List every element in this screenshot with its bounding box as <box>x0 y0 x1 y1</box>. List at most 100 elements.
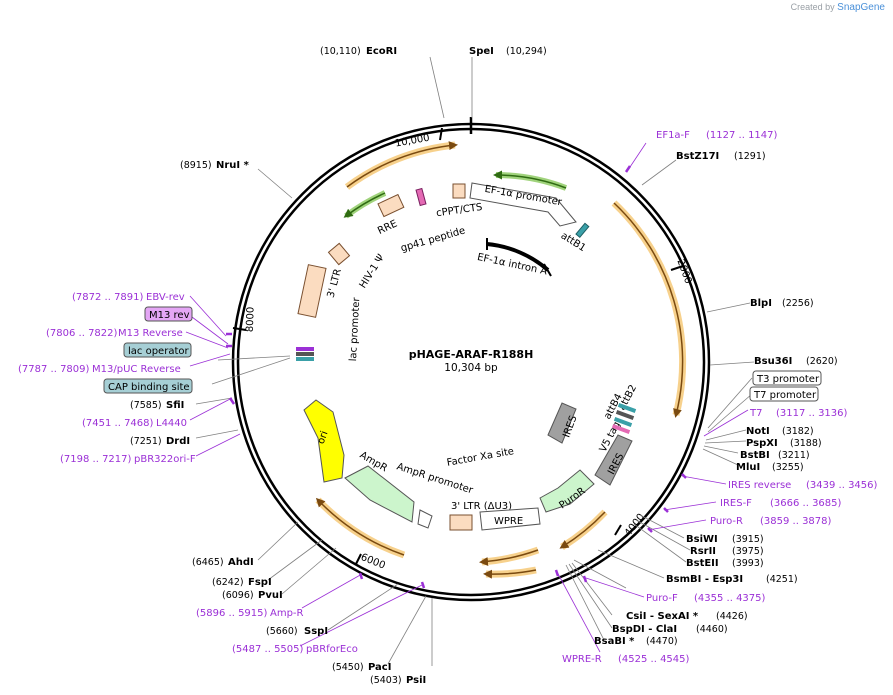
ltr3-feature[interactable] <box>297 264 327 318</box>
scale-ticks <box>232 127 684 565</box>
site-ecori-name[interactable]: EcoRI <box>366 46 397 57</box>
attb-markers <box>611 403 637 434</box>
ampr-promoter-label: AmpR promoter <box>395 461 475 496</box>
primer-ef1a-f-range: (1127 .. 1147) <box>706 130 778 141</box>
lac-operator-box[interactable] <box>123 342 192 358</box>
primer-t7-name[interactable]: T7 <box>749 408 762 419</box>
ori-label: ori <box>316 430 331 446</box>
primer-wpre-r-name[interactable]: WPRE-R <box>562 654 602 665</box>
primer-m13puc-name[interactable]: M13/pUC Reverse <box>92 364 181 375</box>
gp41-feature[interactable] <box>415 187 427 207</box>
ef1a-intron-label: EF-1α intron A <box>476 252 548 278</box>
ires2-feature[interactable] <box>547 402 577 444</box>
site-sfii-name[interactable]: SfiI <box>166 400 184 411</box>
attb1-feature[interactable] <box>575 222 590 238</box>
site-bspdi-name[interactable]: BspDI - ClaI <box>612 624 677 635</box>
site-pvui-name[interactable]: PvuI <box>258 590 283 601</box>
primer-l4440-name[interactable]: L4440 <box>156 418 187 429</box>
site-pspxi-name[interactable]: PspXI <box>746 438 778 449</box>
green-arcs <box>343 170 568 219</box>
site-ahdi-name[interactable]: AhdI <box>228 557 254 568</box>
site-psii-pos: (5403) <box>370 675 402 686</box>
hiv1-psi-feature[interactable] <box>327 242 351 266</box>
site-sspi-name[interactable]: SspI <box>304 626 328 637</box>
ampr-promoter-feature[interactable] <box>417 509 433 529</box>
cap-binding-box[interactable] <box>103 378 193 394</box>
primer-t7-range: (3117 .. 3136) <box>776 408 848 419</box>
cap-binding-label: CAP binding site <box>108 382 190 393</box>
primer-amp-r-name[interactable]: Amp-R <box>270 608 304 619</box>
primer-ires-f-name[interactable]: IRES-F <box>720 498 752 509</box>
primer-m13-reverse-name[interactable]: M13 Reverse <box>118 328 183 339</box>
ampr-feature[interactable] <box>344 465 415 523</box>
site-bstbi-name[interactable]: BstBI <box>740 450 770 461</box>
site-blpi-name[interactable]: BlpI <box>750 298 772 309</box>
primer-pbr322ori-range: (7198 .. 7217) <box>60 454 132 465</box>
ires-feature[interactable] <box>594 434 633 486</box>
primer-pbrforeco-range: (5487 .. 5505) <box>232 644 304 655</box>
site-mlui-name[interactable]: MluI <box>736 462 760 473</box>
primer-ires-reverse-name[interactable]: IRES reverse <box>728 480 791 491</box>
site-bsteii-pos: (3993) <box>732 558 764 569</box>
site-bsabi-name[interactable]: BsaBI * <box>594 636 635 647</box>
factor-xa-label: Factor Xa site <box>446 446 515 469</box>
site-rsrii-name[interactable]: RsrII <box>690 546 716 557</box>
hiv1-psi-label: HIV-1 Ψ <box>358 253 387 291</box>
plasmid-name: pHAGE-ARAF-R188H <box>409 348 534 361</box>
ltr3-label: 3' LTR <box>326 268 344 299</box>
site-spei-pos: (10,294) <box>506 46 547 57</box>
lac-promoter-feature[interactable] <box>296 347 314 361</box>
tick-8000: 8000 <box>245 307 257 333</box>
primer-puro-r-range: (3859 .. 3878) <box>760 516 832 527</box>
site-bspdi-pos: (4460) <box>696 624 728 635</box>
site-drdi-name[interactable]: DrdI <box>166 436 190 447</box>
site-bsu36i-pos: (2620) <box>806 356 838 367</box>
t3-promoter-label: T3 promoter <box>756 374 820 385</box>
lac-operator-label: lac operator <box>128 346 189 357</box>
wpre-feature[interactable] <box>479 507 541 531</box>
ltr3-du3-feature[interactable] <box>449 514 473 531</box>
primer-ef1a-f-name[interactable]: EF1a-F <box>656 130 690 141</box>
primer-ebv-rev-name[interactable]: EBV-rev <box>146 292 185 303</box>
t3-promoter-box[interactable] <box>752 370 822 386</box>
cppt-cts-label: cPPT/CTS <box>436 202 484 219</box>
site-paci-name[interactable]: PacI <box>368 662 391 673</box>
site-ahdi-pos: (6465) <box>192 557 224 568</box>
puror-feature[interactable] <box>539 469 595 513</box>
cppt-cts-feature[interactable] <box>452 183 466 199</box>
site-bstbi-pos: (3211) <box>778 450 810 461</box>
site-psii-name[interactable]: PsiI <box>406 675 426 686</box>
site-csii-pos: (4426) <box>716 611 748 622</box>
m13-rev-box[interactable] <box>144 306 193 322</box>
lac-promoter-label: lac promoter <box>348 296 362 361</box>
ef1a-promoter-feature[interactable] <box>469 182 577 227</box>
site-spei-name[interactable]: SpeI <box>469 46 494 57</box>
site-nrui-name[interactable]: NruI * <box>216 160 250 171</box>
primer-puro-r-name[interactable]: Puro-R <box>710 516 743 527</box>
ef1a-intron-feature[interactable] <box>486 242 550 272</box>
ori-feature[interactable] <box>303 399 345 483</box>
site-paci-pos: (5450) <box>332 662 364 673</box>
orf-arcs <box>315 141 687 579</box>
site-bsiwi-name[interactable]: BsiWI <box>686 534 718 545</box>
snapgene-brand: SnapGene <box>837 2 885 13</box>
primer-pbrforeco-name[interactable]: pBRforEco <box>306 644 358 655</box>
site-bsu36i-name[interactable]: Bsu36I <box>754 356 792 367</box>
primer-m13puc-range: (7787 .. 7809) <box>18 364 90 375</box>
site-noti-name[interactable]: NotI <box>746 426 770 437</box>
primer-ebv-rev-range: (7872 .. 7891) <box>72 292 144 303</box>
site-bsmbi-name[interactable]: BsmBI - Esp3I <box>666 574 743 585</box>
primer-puro-f-range: (4355 .. 4375) <box>694 593 766 604</box>
primer-puro-f-name[interactable]: Puro-F <box>646 593 678 604</box>
site-fspi-name[interactable]: FspI <box>248 577 272 588</box>
primer-lines <box>185 142 749 653</box>
snapgene-credit: Created by SnapGene <box>791 2 885 13</box>
rre-feature[interactable] <box>377 193 405 218</box>
site-bstz17i-name[interactable]: BstZ17I <box>676 151 719 162</box>
t7-promoter-box[interactable] <box>749 386 819 402</box>
site-bsteii-name[interactable]: BstEII <box>686 558 719 569</box>
primer-m13-reverse-range: (7806 .. 7822) <box>46 328 118 339</box>
site-fspi-pos: (6242) <box>212 577 244 588</box>
primer-pbr322ori-name[interactable]: pBR322ori-F <box>134 454 196 465</box>
site-csii-name[interactable]: CsiI - SexAI * <box>626 611 699 622</box>
